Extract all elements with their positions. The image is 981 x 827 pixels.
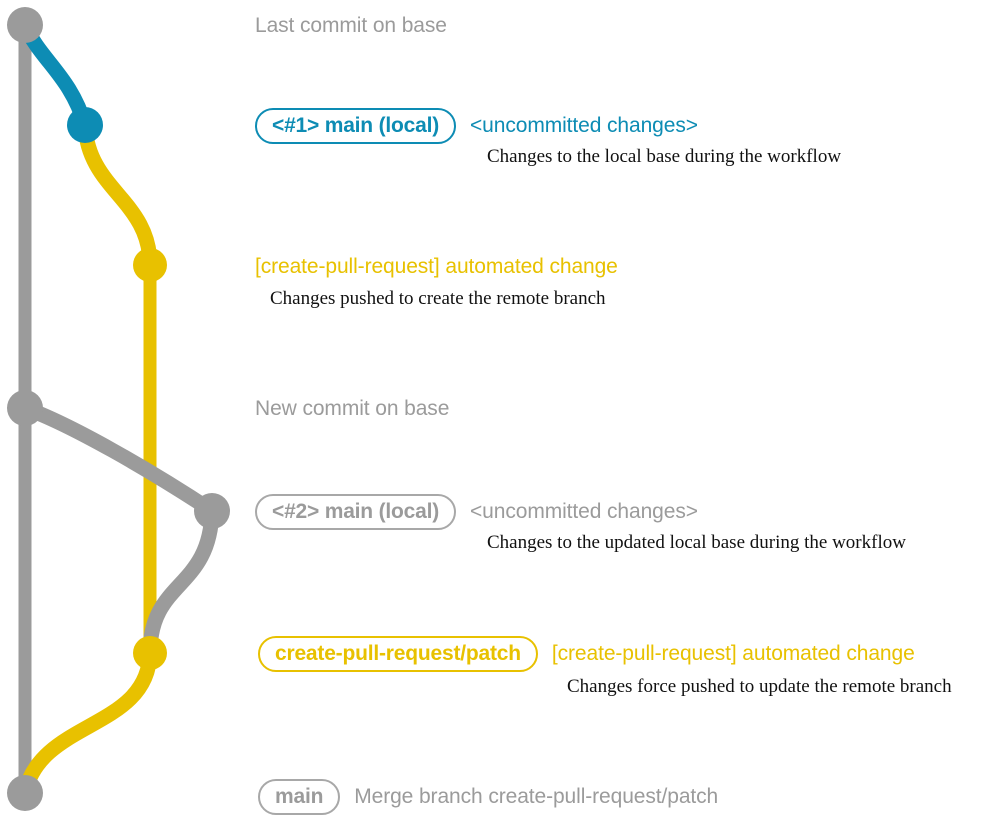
commit-subject: New commit on base bbox=[255, 397, 450, 420]
commit-row-merge-commit: main Merge branch create-pull-request/pa… bbox=[258, 779, 718, 815]
commit-node-local-1[interactable] bbox=[67, 107, 103, 143]
edge-basenew-to-local2 bbox=[17, 400, 220, 519]
ref-pill-main[interactable]: main bbox=[258, 779, 341, 815]
commit-note-patch-automated-change-1: Changes pushed to create the remote bran… bbox=[270, 288, 606, 309]
commit-node-local-2[interactable] bbox=[194, 493, 230, 529]
commit-row-last-commit-on-base: Last commit on base bbox=[255, 14, 447, 38]
commit-node-patch-2[interactable] bbox=[133, 636, 167, 670]
commit-node-base-new[interactable] bbox=[7, 390, 43, 426]
commit-note-patch-automated-change-2: Changes force pushed to update the remot… bbox=[567, 676, 952, 697]
commit-node-base-merge[interactable] bbox=[7, 775, 43, 811]
commit-row-new-commit-on-base: New commit on base bbox=[255, 397, 449, 421]
commit-note-local-uncommitted-1: Changes to the local base during the wor… bbox=[487, 146, 842, 167]
ref-pill-create-pull-request-patch[interactable]: create-pull-request/patch bbox=[258, 636, 538, 672]
commit-subject: <uncommitted changes> bbox=[470, 114, 698, 137]
commit-subject: Merge branch create-pull-request/patch bbox=[354, 785, 719, 808]
commit-node-base-last[interactable] bbox=[7, 7, 43, 43]
edge-local2-to-patch2 bbox=[142, 503, 220, 661]
commit-row-patch-automated-change-2: create-pull-request/patch [create-pull-r… bbox=[258, 636, 915, 672]
edge-local1-to-patch1 bbox=[77, 117, 158, 273]
commit-subject: Last commit on base bbox=[255, 14, 447, 37]
commit-subject: <uncommitted changes> bbox=[470, 500, 698, 523]
ref-pill-main-local-2[interactable]: <#2> main (local) bbox=[255, 494, 457, 530]
commit-subject: [create-pull-request] automated change bbox=[255, 255, 618, 278]
commit-row-local-uncommitted-2: <#2> main (local) <uncommitted changes> bbox=[255, 494, 698, 530]
commit-note-local-uncommitted-2: Changes to the updated local base during… bbox=[487, 532, 906, 553]
commit-row-local-uncommitted-1: <#1> main (local) <uncommitted changes> bbox=[255, 108, 698, 144]
commit-subject: [create-pull-request] automated change bbox=[551, 642, 915, 665]
commit-row-patch-automated-change-1: [create-pull-request] automated change bbox=[255, 255, 618, 279]
edge-patch2-to-merge bbox=[17, 645, 158, 801]
commit-node-patch-1[interactable] bbox=[133, 248, 167, 282]
ref-pill-main-local-1[interactable]: <#1> main (local) bbox=[255, 108, 457, 144]
